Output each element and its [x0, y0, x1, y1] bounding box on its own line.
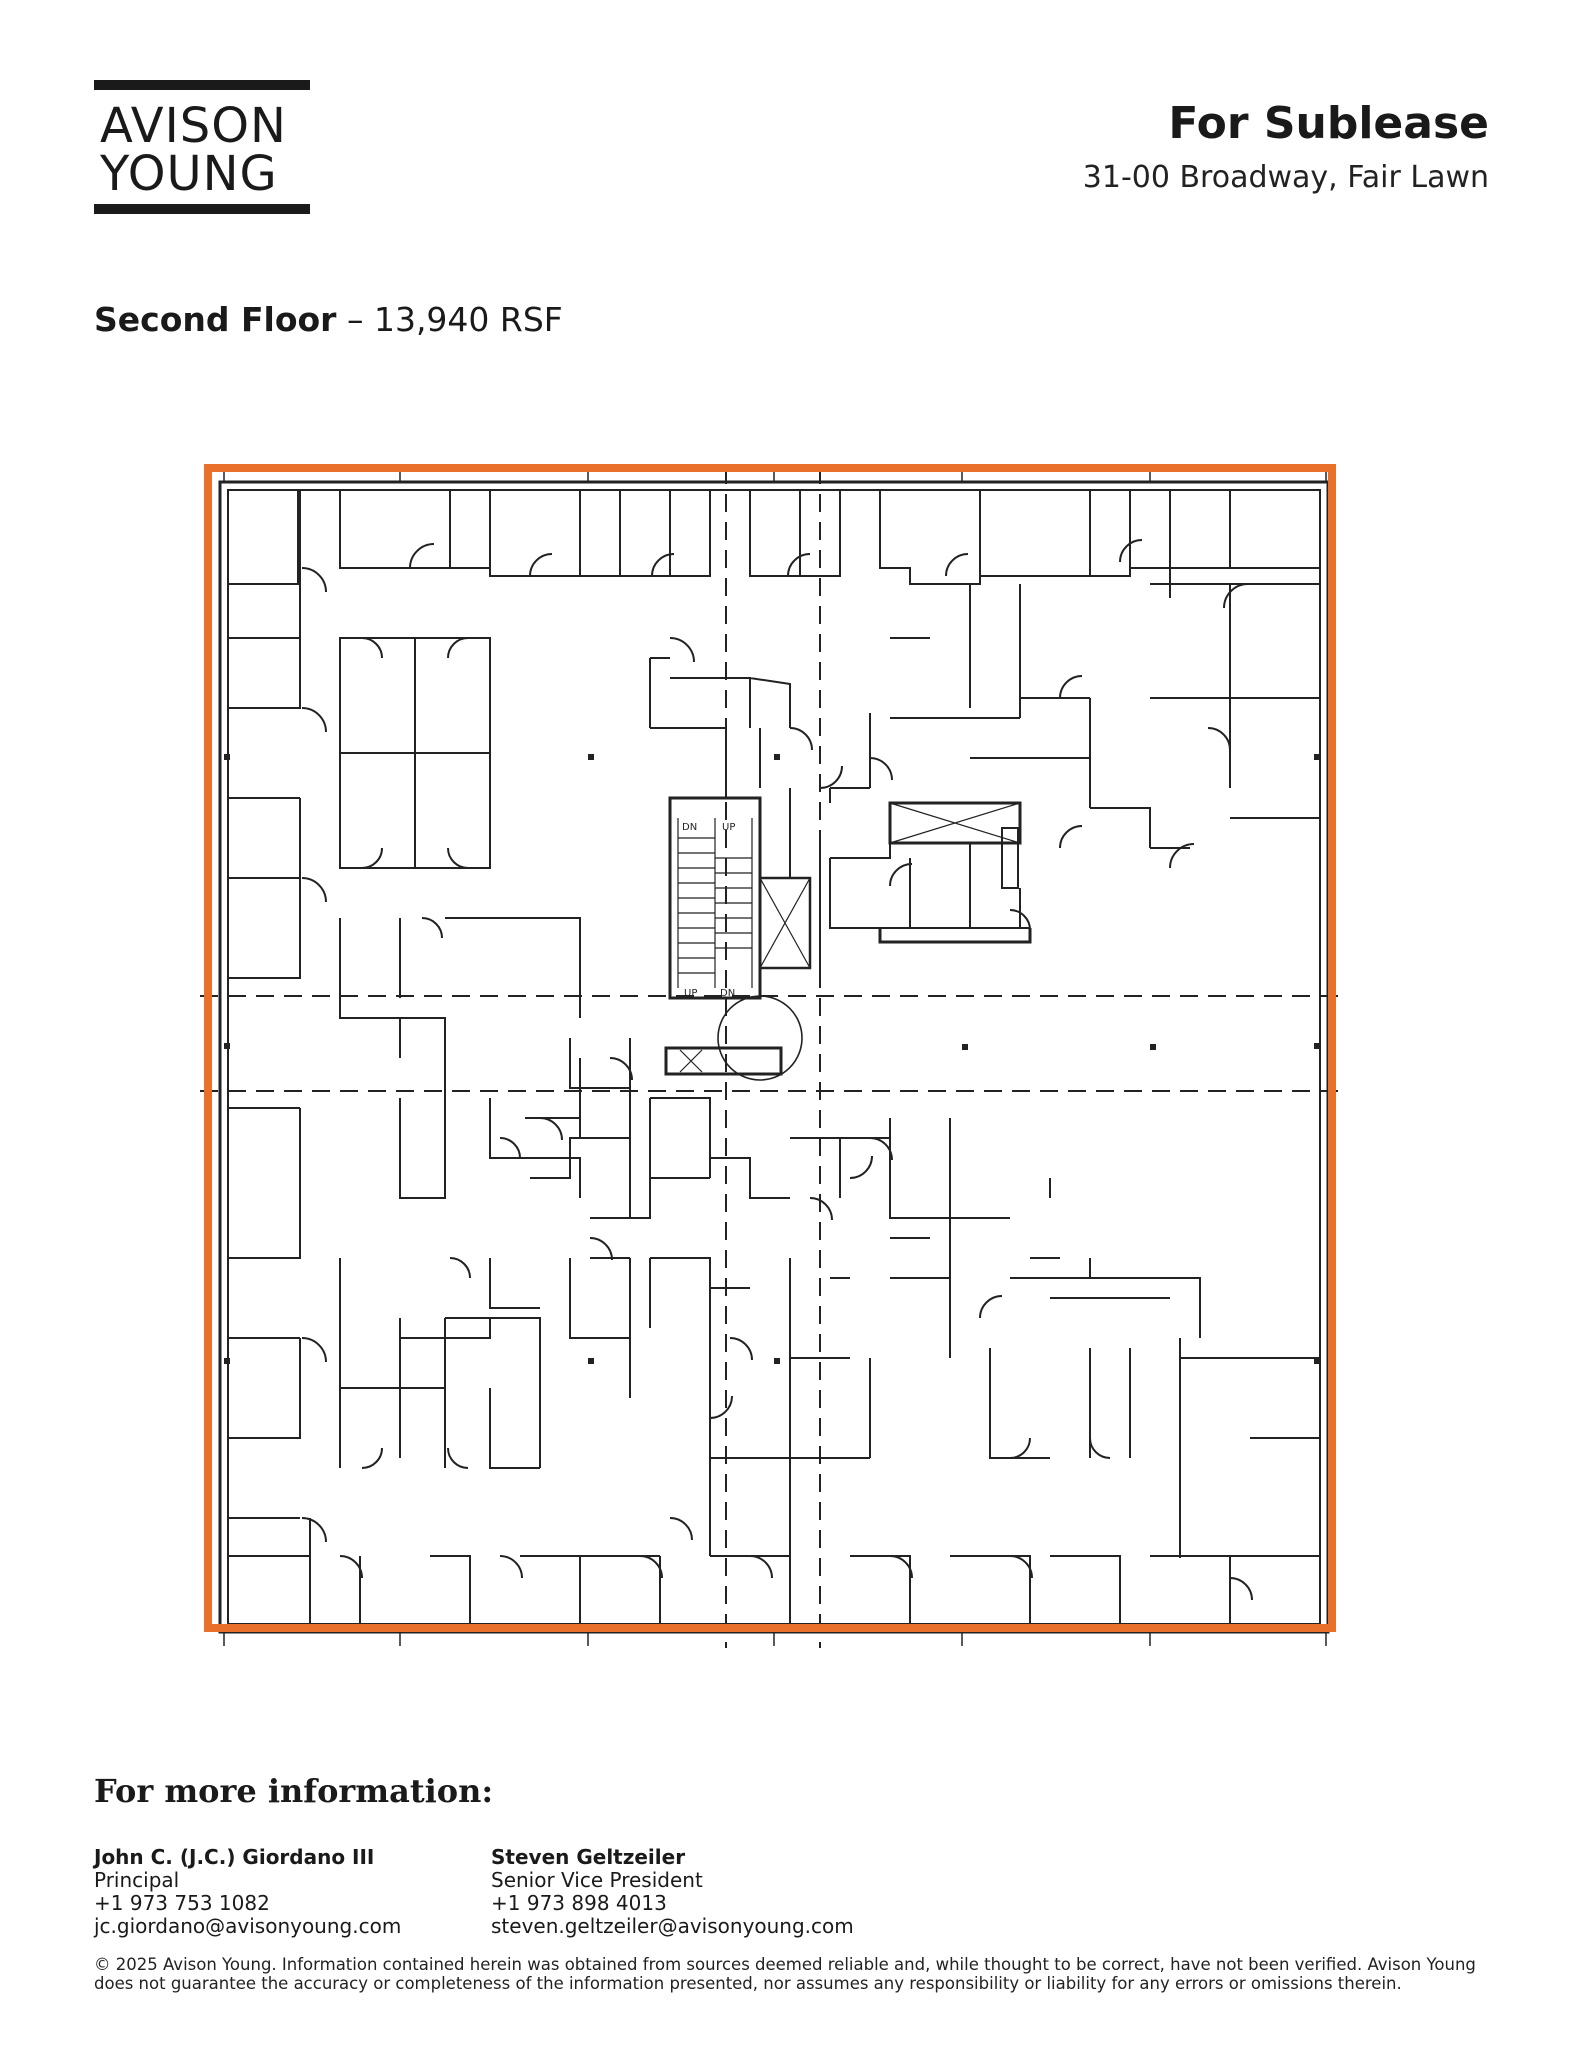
floor-heading: Second Floor – 13,940 RSF — [94, 300, 563, 339]
floor-area: – 13,940 RSF — [336, 300, 563, 339]
suite-outline — [204, 464, 1336, 1632]
page-title: For Sublease — [1168, 98, 1489, 149]
logo-top-bar — [94, 80, 310, 90]
more-info-heading: For more information: — [94, 1772, 494, 1810]
property-address: 31-00 Broadway, Fair Lawn — [1082, 160, 1489, 195]
stair-label-up-1: UP — [722, 822, 735, 833]
contact-card: Steven Geltzeiler Senior Vice President … — [491, 1846, 854, 1938]
floor-plan-drawing: DN UP UP DN — [200, 464, 1340, 1648]
legal-disclaimer: © 2025 Avison Young. Information contain… — [94, 1955, 1476, 1993]
contact-email[interactable]: jc.giordano@avisonyoung.com — [94, 1914, 402, 1938]
floor-name: Second Floor — [94, 300, 337, 339]
contact-email[interactable]: steven.geltzeiler@avisonyoung.com — [491, 1914, 854, 1938]
floor-plan: DN UP UP DN — [190, 458, 1350, 1658]
avison-young-logo: AVISON YOUNG — [94, 80, 310, 214]
contact-title: Senior Vice President — [491, 1868, 703, 1892]
stair-label-up-2: UP — [684, 988, 697, 999]
stair-label-dn-2: DN — [720, 988, 735, 999]
logo-bottom-bar — [94, 204, 310, 214]
contact-phone[interactable]: +1 973 753 1082 — [94, 1891, 270, 1915]
logo-line-2: YOUNG — [100, 146, 278, 202]
contact-phone[interactable]: +1 973 898 4013 — [491, 1891, 667, 1915]
contact-title: Principal — [94, 1868, 180, 1892]
contact-name: Steven Geltzeiler — [491, 1845, 686, 1869]
contact-name: John C. (J.C.) Giordano III — [94, 1845, 375, 1869]
stair-label-dn-1: DN — [682, 822, 697, 833]
logo-line-1: AVISON — [100, 98, 287, 154]
contact-card: John C. (J.C.) Giordano III Principal +1… — [94, 1846, 401, 1938]
